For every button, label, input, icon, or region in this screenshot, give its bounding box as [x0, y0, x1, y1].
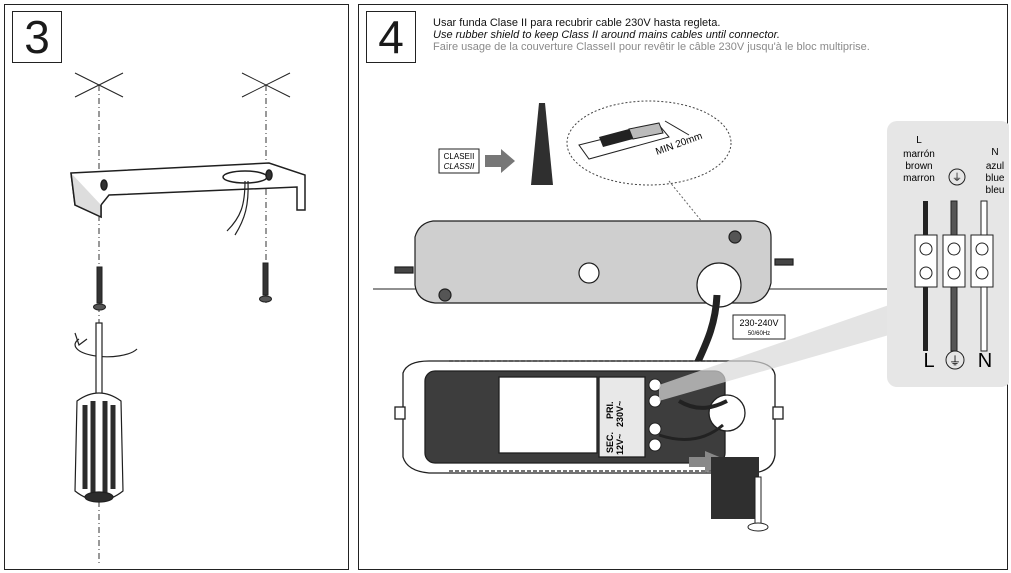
instruction-english: Use rubber shield to keep Class II aroun…: [433, 29, 780, 41]
neutral-name-fr: bleu: [986, 185, 1005, 196]
screwdriver-small-icon: [747, 476, 769, 532]
wiring-diagram-panel: L marrón brown marron ⏚ N azul blue bleu: [887, 121, 1009, 387]
rubber-shield: [531, 103, 553, 185]
instruction-french: Faire usage de la couverture ClasseII po…: [433, 41, 870, 53]
sec-label-2: 12V~: [615, 434, 625, 455]
live-symbol-bottom: L: [923, 350, 934, 372]
classii-label-text-2: CLASSII: [444, 162, 475, 171]
step-number-3: 3: [12, 11, 62, 63]
zoom-detail: MIN 20mm: [566, 100, 732, 186]
cover-box: [711, 457, 759, 519]
step-3-illustration: [70, 72, 306, 565]
voltage-label-box: 230-240V 50/60Hz: [732, 314, 786, 340]
arrow-left-icon: [689, 451, 729, 473]
step-4-illustration: CLASEII CLASSII MIN 20mm: [373, 100, 1009, 532]
earth-symbol-bottom: ⏚: [949, 354, 961, 368]
terminal-block: [914, 234, 994, 288]
neutral-symbol-bottom: N: [978, 350, 992, 372]
live-name-fr: marron: [903, 173, 935, 184]
screw-right: [259, 262, 272, 303]
instruction-spanish: Usar funda Clase II para recubrir cable …: [433, 17, 721, 29]
pri-label-2: 230V~: [615, 401, 625, 427]
step-4-panel: 4 Usar funda Clase II para recubrir cabl…: [358, 4, 1009, 570]
pri-label-1: PRI.: [605, 401, 615, 419]
wires: [226, 180, 249, 236]
mounting-bracket: [70, 162, 306, 219]
arrow-right-icon: [485, 149, 515, 173]
terminal-screws: [648, 378, 662, 452]
canopy-plate: [394, 220, 794, 308]
live-name-en: brown: [905, 161, 932, 172]
screwdriver-icon: [74, 322, 124, 503]
live-letter-top: L: [916, 135, 922, 146]
live-name-es: marrón: [903, 149, 935, 160]
rotation-arrow: [74, 332, 138, 358]
neutral-name-en: blue: [986, 173, 1005, 184]
frequency-label: 50/60Hz: [748, 331, 770, 337]
classii-label-box: CLASEII CLASSII: [438, 148, 480, 174]
neutral-letter-top: N: [991, 147, 998, 158]
earth-symbol-top: ⏚: [952, 172, 962, 184]
sec-label-1: SEC.: [605, 432, 615, 453]
step-3-panel: 3: [4, 4, 349, 570]
classii-label-text-1: CLASEII: [444, 152, 475, 161]
step-number-4: 4: [366, 11, 416, 63]
voltage-label: 230-240V: [739, 318, 778, 328]
screw-left: [93, 266, 106, 311]
neutral-name-es: azul: [986, 161, 1004, 172]
terminal-labels: PRI. 230V~ SEC. 12V~: [605, 401, 625, 455]
